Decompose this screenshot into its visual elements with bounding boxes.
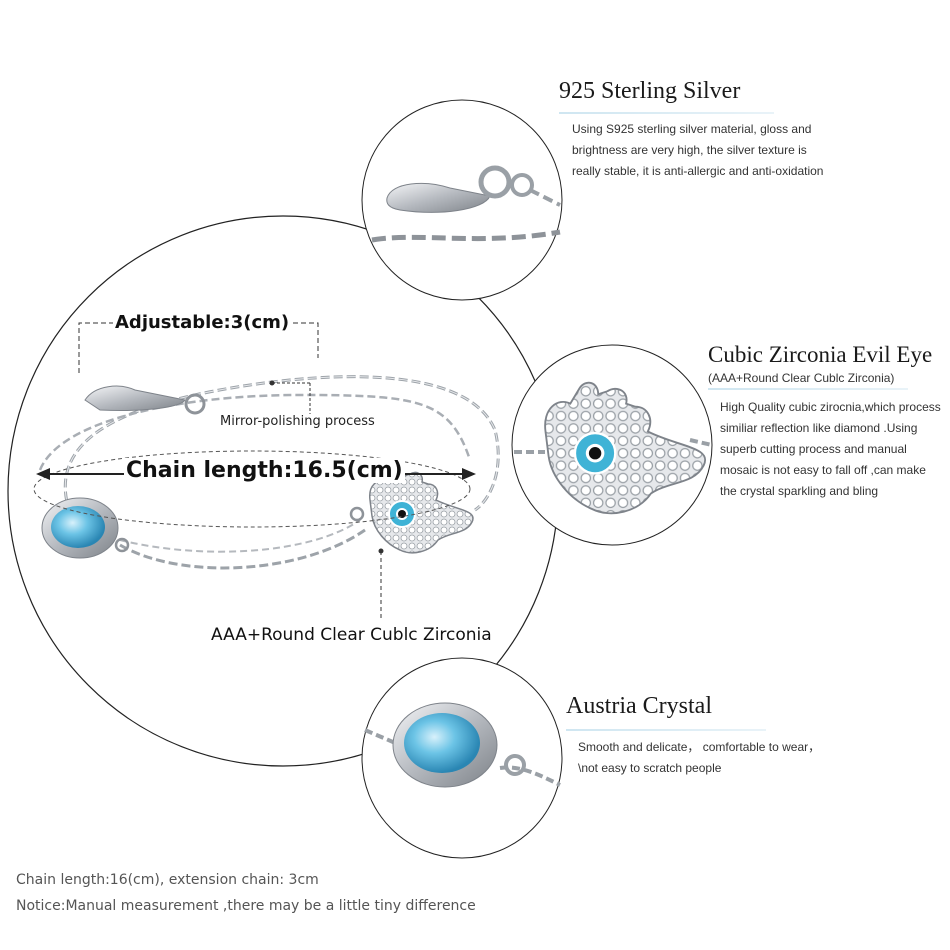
adjustable-label: Adjustable:3(cm)	[113, 312, 292, 333]
bracelet-chain-bottom-2	[119, 519, 361, 553]
bracelet-chain-back	[38, 393, 472, 471]
feature-rule-silver	[559, 112, 774, 114]
zirconia-label: AAA+Round Clear Cublc Zirconia	[211, 625, 492, 645]
feature-desc-line: the crystal sparkling and bling	[720, 484, 879, 498]
feature-desc-line: High Quality cubic zirocnia,which proces…	[720, 400, 941, 414]
mirror-polishing-label: Mirror-polishing process	[220, 414, 375, 429]
footer-notice: Notice:Manual measurement ,there may be …	[16, 898, 476, 914]
feature-desc-line: brightness are very high, the silver tex…	[572, 143, 807, 157]
feature-desc-line: superb cutting process and manual	[720, 442, 907, 456]
mirror-pointer	[269, 380, 311, 414]
detail-silver-clasp	[371, 165, 561, 243]
feature-title-zirconia: Cubic Zirconia Evil Eye	[708, 342, 933, 367]
feature-desc-line: Smooth and delicate， comfortable to wear…	[578, 740, 821, 754]
bracelet-clasp	[84, 385, 186, 411]
feature-rule-zirconia	[708, 388, 908, 390]
zirconia-pointer	[378, 548, 384, 620]
feature-title-crystal: Austria Crystal	[566, 693, 712, 719]
feature-desc-line: Using S925 sterling silver material, glo…	[572, 122, 812, 136]
feature-desc-line: mosaic is not easy to fall off ,can make	[720, 463, 926, 477]
bracelet-crystal	[51, 506, 105, 548]
feature-desc-line: \not easy to scratch people	[578, 761, 722, 775]
feature-subtitle-zirconia: (AAA+Round Clear Cublc Zirconia)	[708, 371, 895, 385]
footer-chain-length: Chain length:16(cm), extension chain: 3c…	[16, 872, 319, 888]
feature-desc-line: really stable, it is anti-allergic and a…	[572, 164, 824, 178]
feature-desc-zirconia: High Quality cubic zirocnia,which proces…	[720, 397, 941, 502]
feature-desc-line: similiar reflection like diamond .Using	[720, 421, 918, 435]
bracelet-illustration	[38, 375, 500, 570]
chain-length-label: Chain length:16.5(cm)	[124, 458, 405, 483]
detail-hamsa	[514, 381, 713, 515]
feature-rule-crystal	[566, 729, 766, 731]
bracelet-chain-bottom	[119, 528, 366, 570]
feature-title-silver: 925 Sterling Silver	[559, 78, 741, 104]
feature-desc-silver: Using S925 sterling silver material, glo…	[572, 119, 823, 182]
feature-desc-crystal: Smooth and delicate， comfortable to wear…	[578, 737, 820, 779]
detail-crystal	[364, 702, 561, 788]
